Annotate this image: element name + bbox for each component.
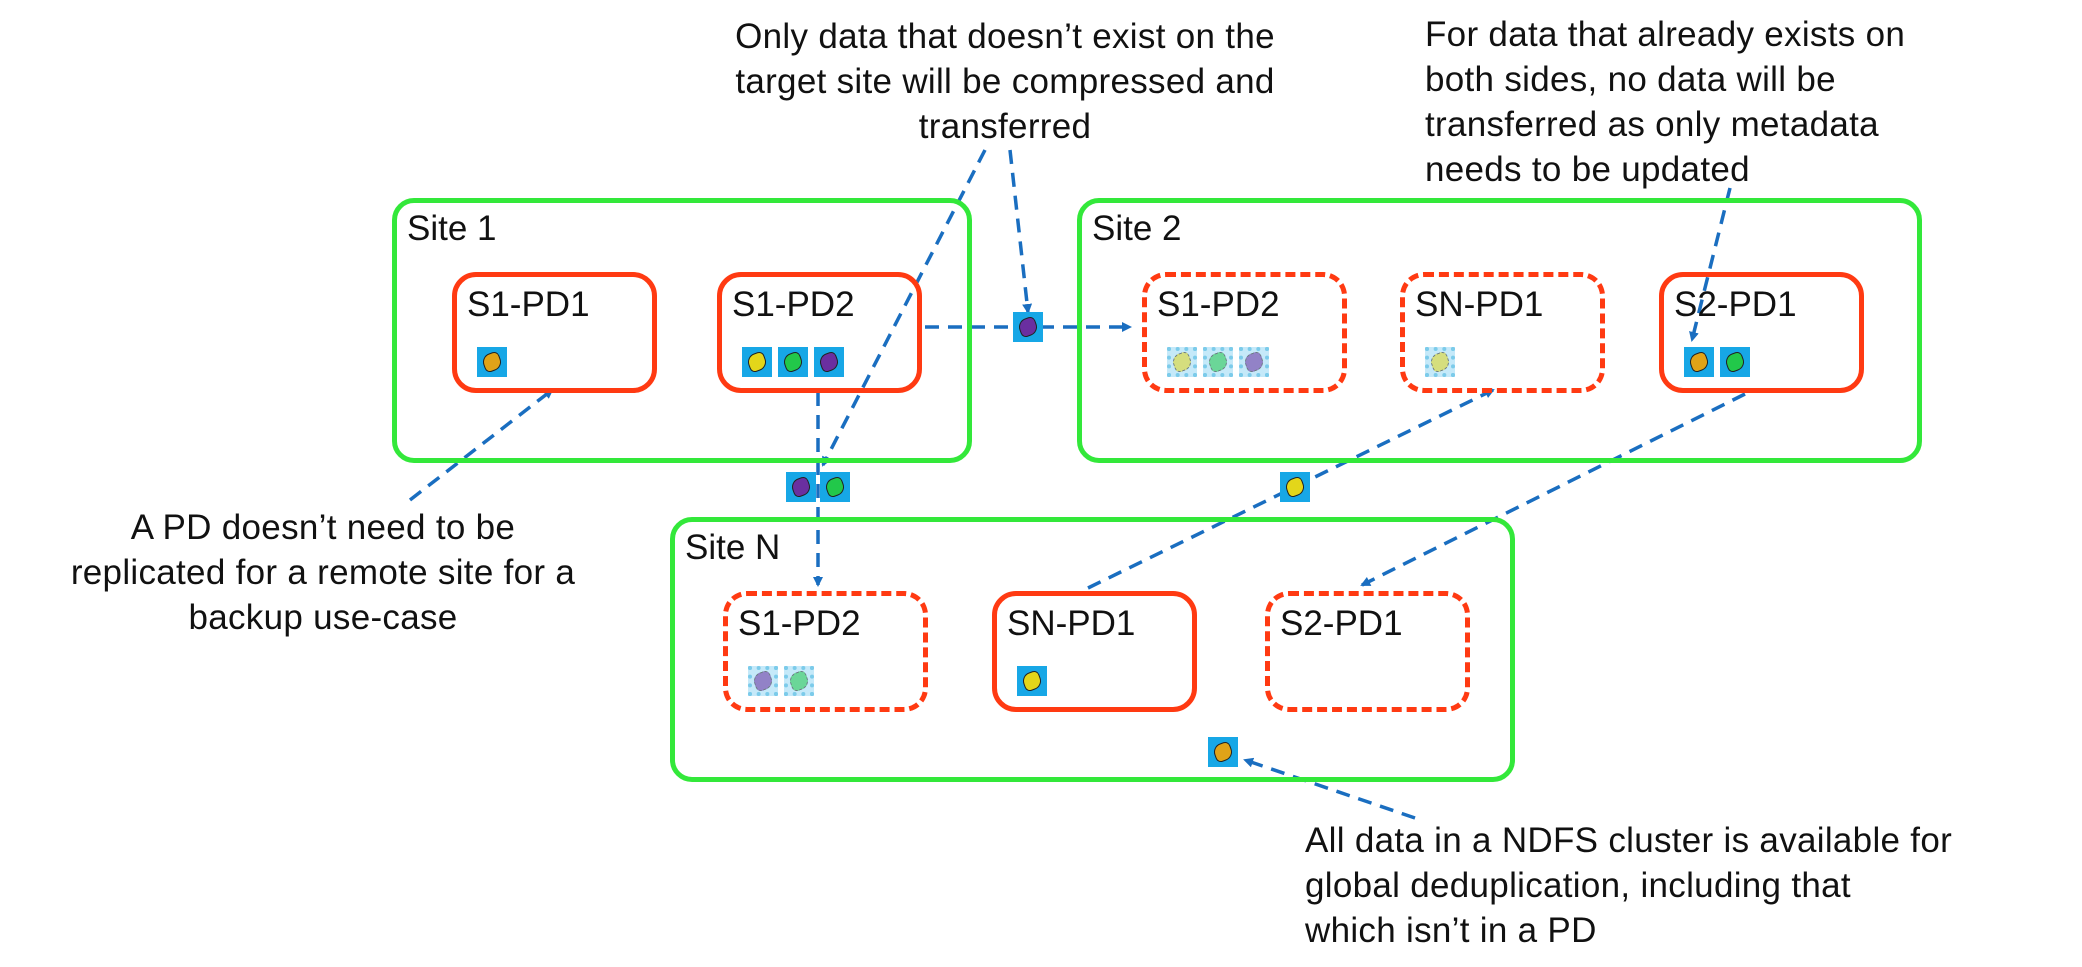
site-1-label: Site 1 (407, 209, 497, 248)
site-n: Site N S1-PD2 SN-PD1 S2-PD1 (670, 517, 1515, 782)
pd-label: S1-PD2 (738, 604, 861, 643)
arrow-bottom-note-to-orange-block (1243, 757, 1416, 820)
data-block-purple (748, 666, 778, 696)
block-list (1684, 347, 1750, 377)
data-block-green (1720, 347, 1750, 377)
arrow-siten-snpd1-to-site2-snpd1 (1087, 388, 1495, 590)
note-compressed-transfer: Only data that doesn’t exist on the targ… (735, 17, 1275, 146)
pd-site2-sn-pd1: SN-PD1 (1400, 272, 1605, 393)
data-block-purple (814, 347, 844, 377)
pd-siten-s2-pd1: S2-PD1 (1265, 591, 1470, 712)
data-block-green (778, 347, 808, 377)
data-block-yellow (742, 347, 772, 377)
site-1: Site 1 S1-PD1 S1-PD2 (392, 198, 972, 463)
site-2-label: Site 2 (1092, 209, 1182, 248)
data-block-green (1203, 347, 1233, 377)
data-block-yellow (1017, 666, 1047, 696)
arrow-site2-s2pd1-to-siten-s2pd1 (1360, 392, 1746, 587)
data-block-yellow (1167, 347, 1197, 377)
pd-site1-s1-pd1: S1-PD1 (452, 272, 657, 393)
pd-siten-s1-pd2: S1-PD2 (723, 591, 928, 712)
pd-label: S1-PD1 (467, 285, 590, 324)
arrow-note-to-site2-pd1-block (1689, 187, 1732, 342)
pd-siten-sn-pd1: SN-PD1 (992, 591, 1197, 712)
data-block-purple (1013, 312, 1043, 342)
block-list (1017, 666, 1047, 696)
data-block-orange (1684, 347, 1714, 377)
pd-label: S1-PD2 (1157, 285, 1280, 324)
site-2: Site 2 S1-PD2 SN-PD1 S2-PD1 (1077, 198, 1922, 463)
unprotected-block-siten (1208, 737, 1238, 767)
transfer-site1-to-siten (786, 472, 850, 502)
note-metadata-only: For data that already exists on both sid… (1425, 15, 1906, 189)
data-block-purple (1239, 347, 1269, 377)
arrow-left-note-to-s1-pd1 (408, 388, 554, 502)
block-list (742, 347, 844, 377)
arrow-note-to-transfer-block (1008, 149, 1033, 314)
pd-label: SN-PD1 (1007, 604, 1136, 643)
pd-label: SN-PD1 (1415, 285, 1544, 324)
site-n-label: Site N (685, 528, 781, 567)
data-block-orange (477, 347, 507, 377)
data-block-purple (786, 472, 816, 502)
block-list (748, 666, 814, 696)
transfer-site1-to-site2 (1013, 312, 1043, 342)
transfer-siten-to-site2 (1280, 472, 1310, 502)
pd-label: S2-PD1 (1280, 604, 1403, 643)
note-global-dedup: All data in a NDFS cluster is available … (1305, 821, 1953, 950)
pd-label: S2-PD1 (1674, 285, 1797, 324)
pd-site2-s1-pd2: S1-PD2 (1142, 272, 1347, 393)
data-block-green (784, 666, 814, 696)
pd-label: S1-PD2 (732, 285, 855, 324)
data-block-yellow (1280, 472, 1310, 502)
block-list (1167, 347, 1269, 377)
block-list (477, 347, 507, 377)
block-list (1425, 347, 1455, 377)
note-pd-not-replicated: A PD doesn’t need to be replicated for a… (70, 508, 576, 637)
pd-site1-s1-pd2: S1-PD2 (717, 272, 922, 393)
data-block-yellow (1425, 347, 1455, 377)
data-block-green (820, 472, 850, 502)
data-block-orange (1208, 737, 1238, 767)
pd-site2-s2-pd1: S2-PD1 (1659, 272, 1864, 393)
